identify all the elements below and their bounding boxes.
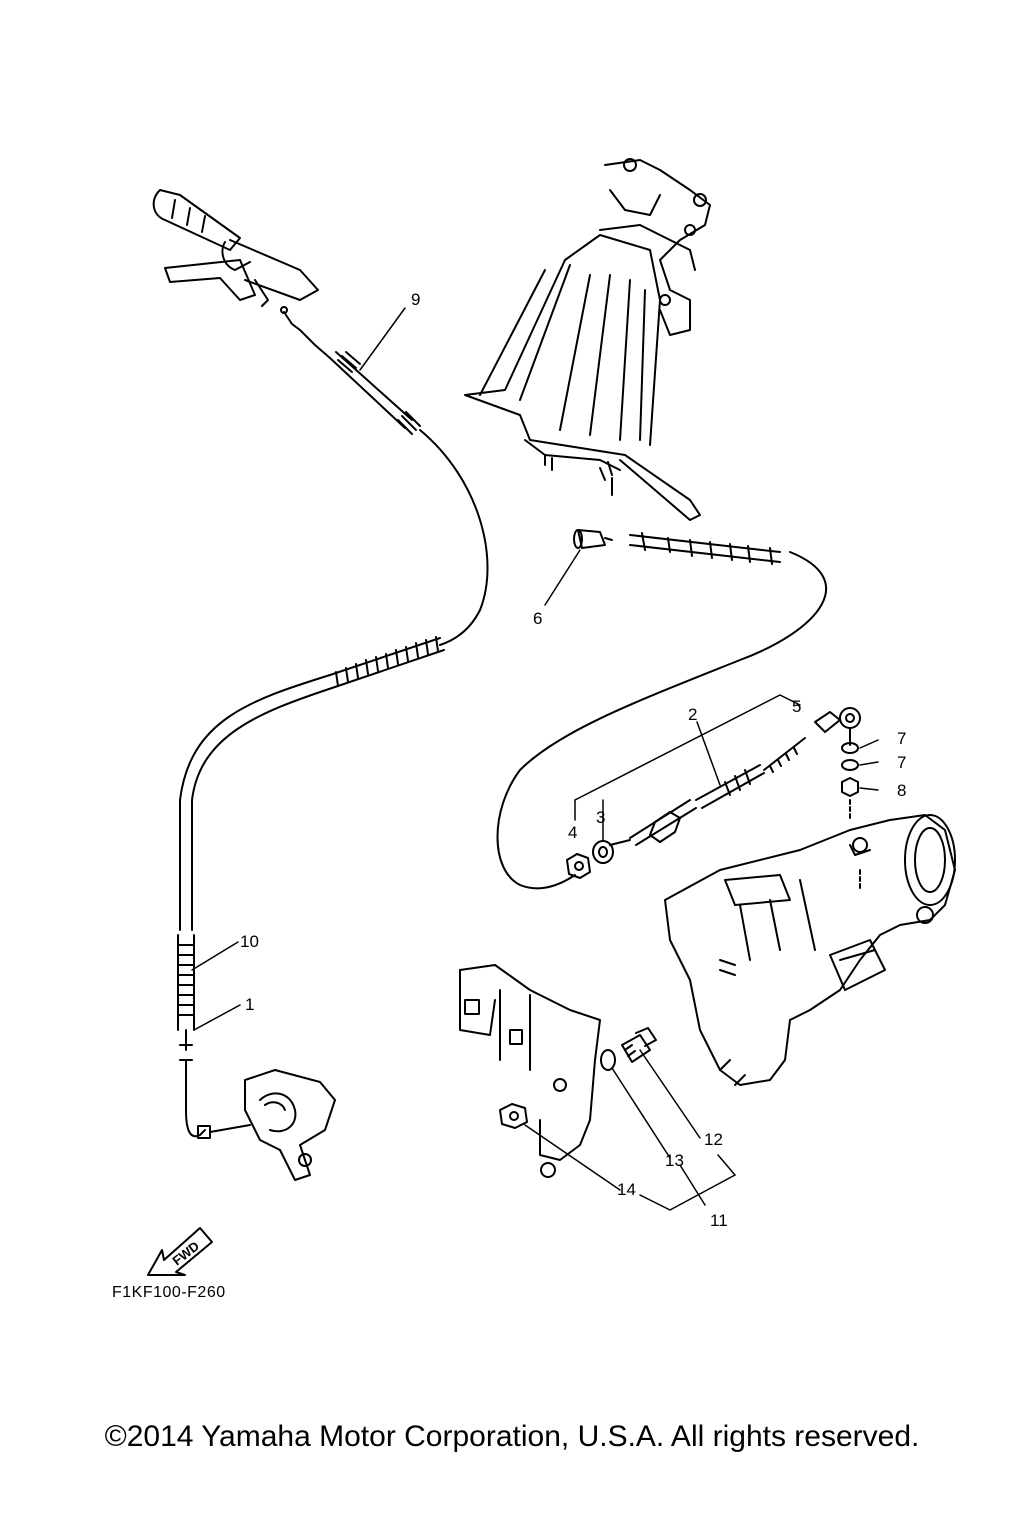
plug-12 xyxy=(621,1027,657,1063)
part-label-13: 13 xyxy=(665,1151,684,1170)
part-label-7b: 7 xyxy=(897,753,906,772)
part-label-2: 2 xyxy=(688,705,697,724)
steering-cable xyxy=(496,532,827,890)
part-label-14: 14 xyxy=(617,1180,636,1199)
handlebar-grip-icon xyxy=(152,189,319,307)
part-label-11: 11 xyxy=(710,1211,728,1230)
ball-joint-5 xyxy=(814,707,861,746)
part-labels: 9 6 2 5 7 7 8 3 4 10 1 12 13 14 11 xyxy=(240,290,906,1230)
nut-14 xyxy=(499,1103,528,1129)
jet-pump-icon xyxy=(664,799,956,1086)
cable-2 xyxy=(609,737,806,846)
nut-4 xyxy=(566,853,591,879)
part-label-12: 12 xyxy=(704,1130,723,1149)
cable-9 xyxy=(179,306,489,931)
bracket-icon xyxy=(459,964,601,1178)
washer-7b xyxy=(841,759,859,771)
part-label-9: 9 xyxy=(411,290,420,309)
washer-7a xyxy=(841,742,859,754)
part-label-3: 3 xyxy=(596,808,605,827)
nut-8 xyxy=(841,777,859,797)
part-label-4: 4 xyxy=(568,823,577,842)
diagram-code: F1KF100-F260 xyxy=(112,1284,226,1301)
washer-13 xyxy=(600,1049,616,1071)
part-label-10: 10 xyxy=(240,932,259,951)
washer-3 xyxy=(592,840,614,864)
leader-lines xyxy=(191,307,879,1211)
steering-column-icon xyxy=(464,158,711,521)
part-label-1: 1 xyxy=(245,995,254,1014)
part-label-6: 6 xyxy=(533,609,542,628)
part-label-5: 5 xyxy=(792,697,801,716)
caliper-icon xyxy=(209,1069,336,1181)
part-label-8: 8 xyxy=(897,781,906,800)
cable-10 xyxy=(177,934,211,1139)
part-label-7a: 7 xyxy=(897,729,906,748)
fwd-arrow-icon xyxy=(147,1227,213,1276)
copyright-notice: ©2014 Yamaha Motor Corporation, U.S.A. A… xyxy=(104,1420,920,1453)
joint-6 xyxy=(573,529,613,549)
